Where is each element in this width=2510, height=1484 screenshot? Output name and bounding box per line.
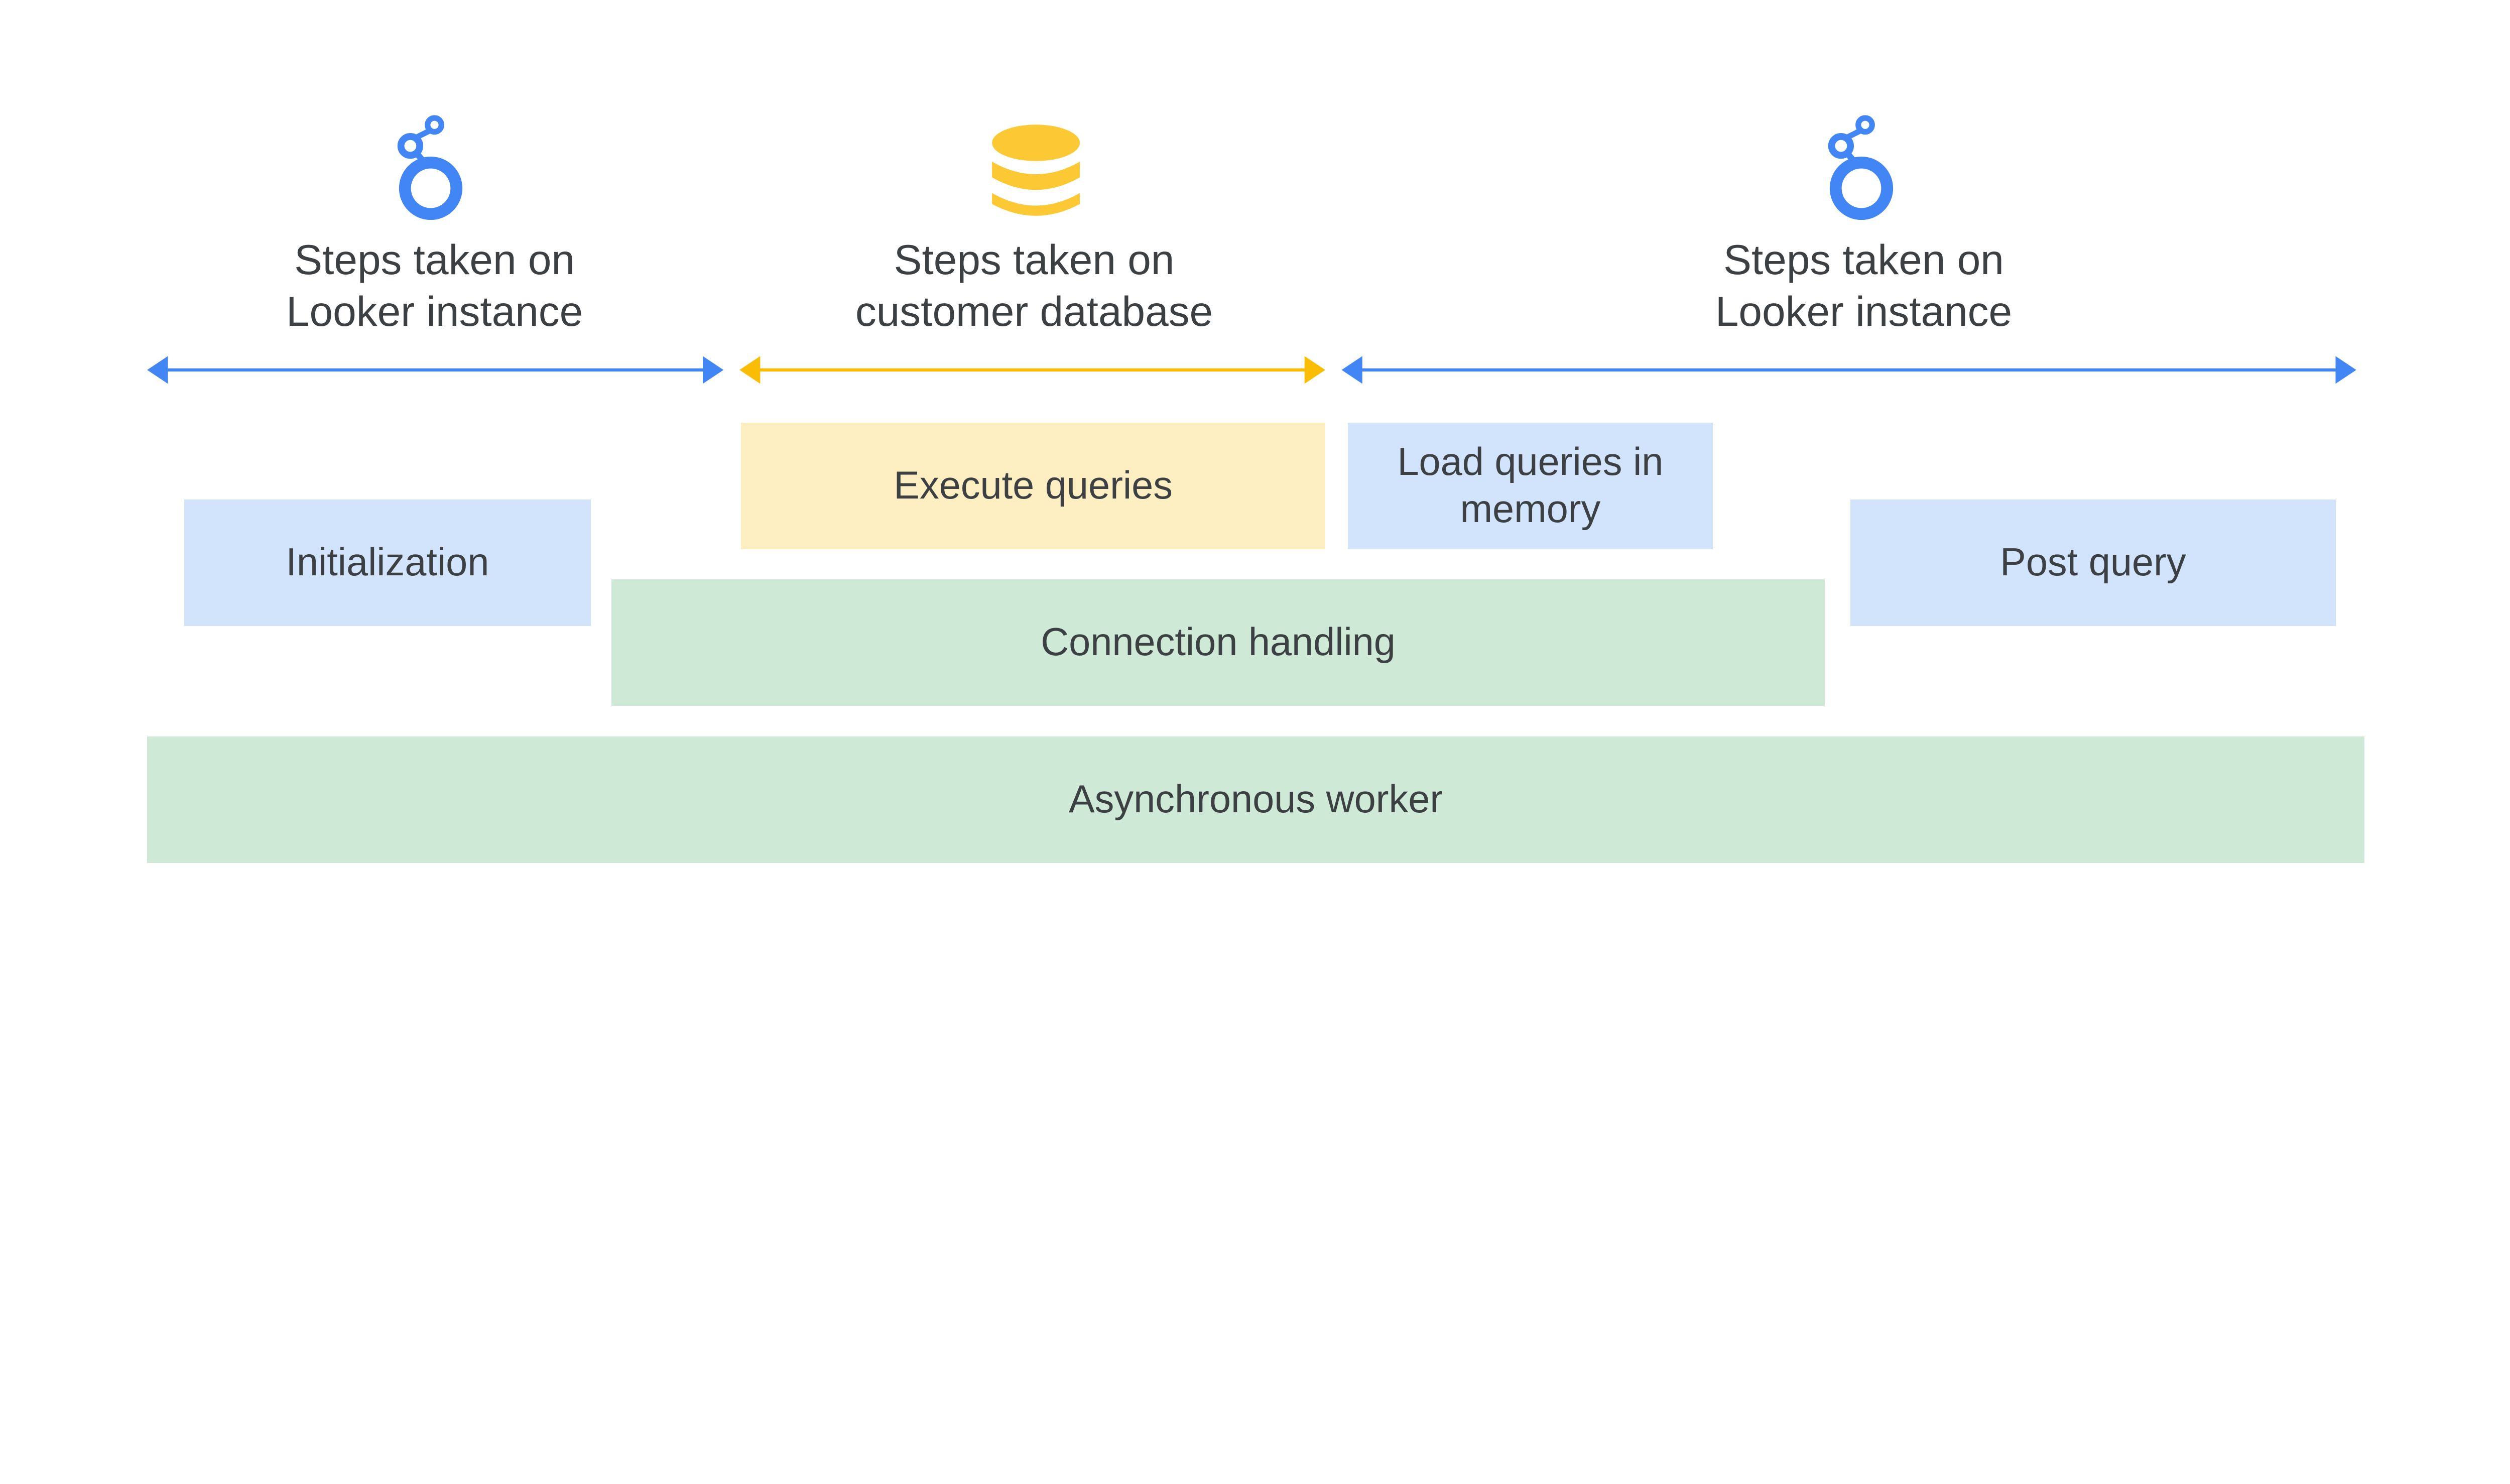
header-line: Steps taken on <box>894 235 1175 283</box>
section-header-database: Steps taken on customer database <box>783 234 1285 337</box>
looker-span-arrow-1 <box>147 356 724 384</box>
header-line: Steps taken on <box>1723 235 2004 283</box>
looker-logo-icon <box>397 115 462 220</box>
looker-logo-icon <box>1828 115 1894 220</box>
database-icon <box>991 125 1080 216</box>
initialization-box: Initialization <box>184 500 591 626</box>
looker-span-arrow-2 <box>1341 356 2356 384</box>
span-arrows <box>147 356 2356 384</box>
diagram-canvas: Steps taken on Looker instance Steps tak… <box>147 115 2364 863</box>
header-line: Looker instance <box>286 287 583 335</box>
load-queries-box: Load queries in memory <box>1348 422 1713 549</box>
section-header-looker-2: Steps taken on Looker instance <box>1613 234 2115 337</box>
asynchronous-worker-box: Asynchronous worker <box>147 736 2364 863</box>
section-header-looker-1: Steps taken on Looker instance <box>184 234 686 337</box>
post-query-box: Post query <box>1850 500 2336 626</box>
execute-queries-box: Execute queries <box>741 422 1325 549</box>
connection-handling-box: Connection handling <box>611 579 1825 706</box>
database-span-arrow <box>739 356 1325 384</box>
header-line: Looker instance <box>1715 287 2013 335</box>
header-line: Steps taken on <box>294 235 575 283</box>
header-line: customer database <box>855 287 1213 335</box>
